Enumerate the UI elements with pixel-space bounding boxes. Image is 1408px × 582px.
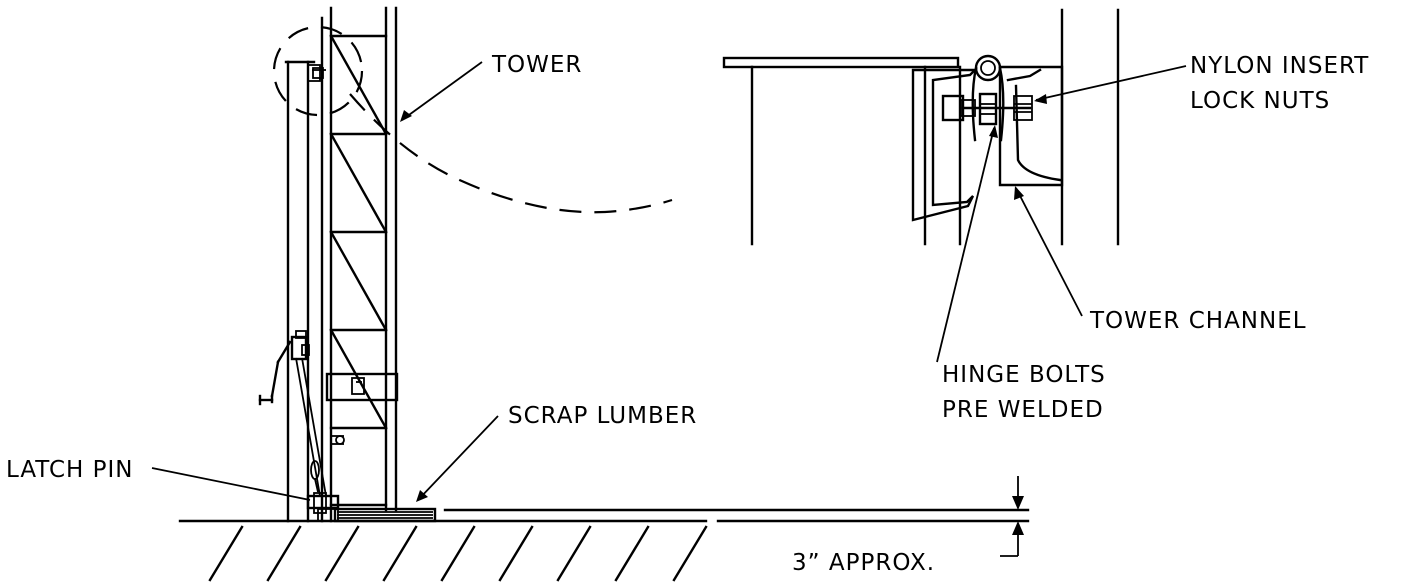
ground-hatching [208,525,708,582]
pre-welded-label: PRE WELDED [942,397,1104,423]
nylon-insert-label: NYLON INSERT [1190,53,1369,79]
leader-lines [151,61,1187,502]
tower-swing-arc [349,93,673,214]
scrap-lumber-label: SCRAP LUMBER [508,403,697,429]
tower-label: TOWER [491,52,582,78]
hinge-bolts-label: HINGE BOLTS [942,362,1106,388]
tower-channel-label: TOWER CHANNEL [1089,308,1307,334]
scrap-lumber [333,507,437,523]
winch [258,330,345,497]
tower-side-view [258,6,673,523]
hinge-detail-view [722,8,1120,246]
latch-pin-label: LATCH PIN [6,457,134,483]
ground [178,508,1030,582]
approx-dimension [1000,476,1024,557]
lock-nuts-label: LOCK NUTS [1190,88,1330,114]
detail-callout-circle [272,25,364,117]
callout-labels: TOWER NYLON INSERT LOCK NUTS TOWER CHANN… [6,52,1369,576]
approx-dimension-label: 3” APPROX. [792,550,935,576]
